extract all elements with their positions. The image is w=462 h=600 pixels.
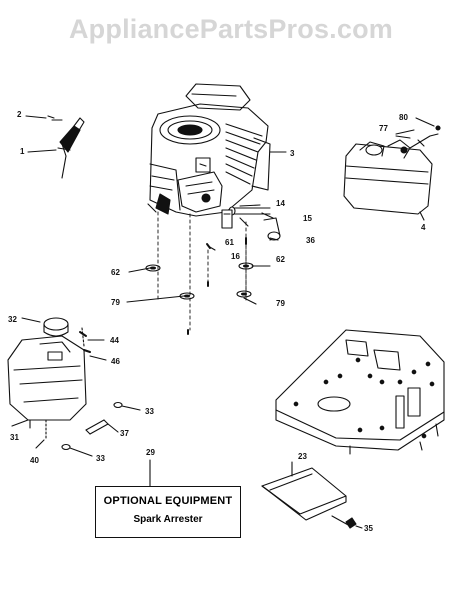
callout-4: 4 (421, 223, 426, 232)
callout-14: 14 (276, 199, 285, 208)
heat-shield (261, 461, 363, 529)
callout-62-right: 62 (276, 255, 285, 264)
callout-31: 31 (10, 433, 19, 442)
callout-61: 61 (225, 238, 234, 247)
callout-2: 2 (17, 110, 22, 119)
callout-46: 46 (111, 357, 120, 366)
fuel-line-parts (11, 327, 141, 457)
callout-80: 80 (399, 113, 408, 122)
callout-35: 35 (364, 524, 373, 533)
optional-equipment-box: OPTIONAL EQUIPMENT Spark Arrester (95, 486, 241, 538)
callout-62-left: 62 (111, 268, 120, 277)
oil-drain-fitting (221, 206, 281, 241)
optional-equipment-title: OPTIONAL EQUIPMENT (103, 495, 233, 507)
callout-37: 37 (120, 429, 129, 438)
throttle-control (25, 115, 85, 179)
callout-79-right: 79 (276, 299, 285, 308)
callout-79-left: 79 (111, 298, 120, 307)
spark-arrester-label: Spark Arrester (133, 514, 203, 525)
callout-23: 23 (298, 452, 307, 461)
callout-labels: 80 77 2 1 3 4 14 15 61 16 36 62 62 79 79… (8, 110, 426, 533)
callout-40: 40 (30, 456, 39, 465)
callout-77: 77 (379, 124, 388, 133)
callout-15: 15 (303, 214, 312, 223)
watermark-logo: AppliancePartsPros.com (68, 14, 393, 44)
chassis-frame (275, 329, 445, 455)
muffler-part (343, 117, 441, 221)
fuel-tank (7, 317, 87, 441)
callout-29: 29 (146, 448, 155, 457)
callout-44: 44 (110, 336, 119, 345)
callout-33-lower: 33 (96, 454, 105, 463)
callout-33-upper: 33 (145, 407, 154, 416)
callout-36: 36 (306, 236, 315, 245)
callout-16: 16 (231, 252, 240, 261)
callout-1: 1 (20, 147, 25, 156)
callout-3: 3 (290, 149, 295, 158)
engine-part (147, 83, 271, 217)
callout-32: 32 (8, 315, 17, 324)
mount-guides (157, 211, 247, 331)
